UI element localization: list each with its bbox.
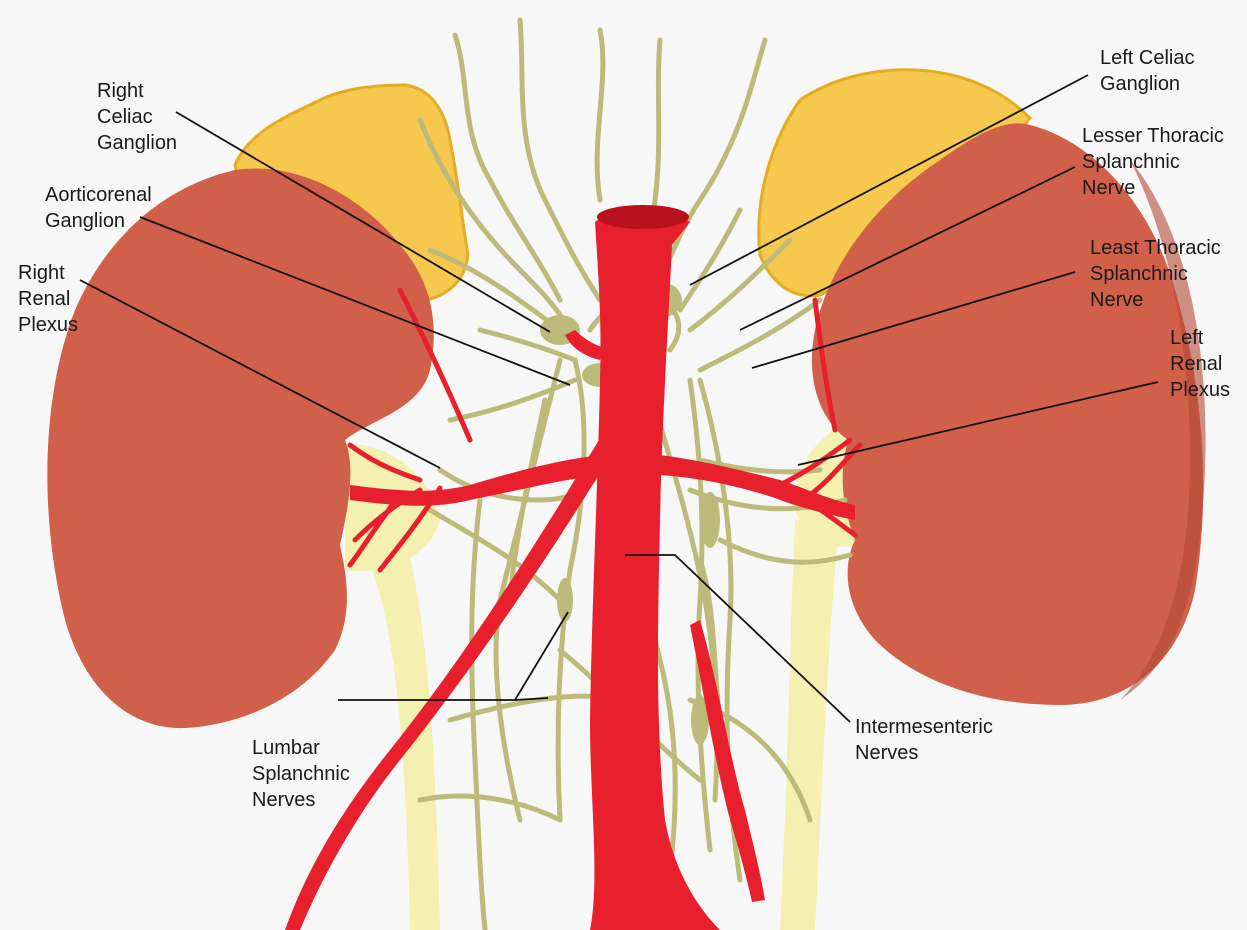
- label-least-thoracic-splanchnic-nerve: Least Thoracic Splanchnic Nerve: [1090, 235, 1221, 313]
- superior-mesenteric-origin: [603, 431, 617, 449]
- label-intermesenteric-line1: Intermesenteric: [855, 714, 993, 740]
- label-lumbar-line3: Nerves: [252, 787, 350, 813]
- label-right-celiac-line3: Ganglion: [97, 130, 177, 156]
- label-lumbar-line1: Lumbar: [252, 735, 350, 761]
- right-ureter: [360, 520, 440, 930]
- label-right-renal-line3: Plexus: [18, 312, 78, 338]
- label-left-renal-line3: Plexus: [1170, 377, 1230, 403]
- label-least-thoracic-line1: Least Thoracic: [1090, 235, 1221, 261]
- label-right-renal-plexus: Right Renal Plexus: [18, 260, 78, 338]
- left-ureter: [780, 520, 840, 930]
- label-lesser-thoracic-line3: Nerve: [1082, 175, 1224, 201]
- label-lesser-thoracic-line1: Lesser Thoracic: [1082, 123, 1224, 149]
- label-lumbar-line2: Splanchnic: [252, 761, 350, 787]
- label-aorticorenal-line1: Aorticorenal: [45, 182, 152, 208]
- label-lesser-thoracic-splanchnic-nerve: Lesser Thoracic Splanchnic Nerve: [1082, 123, 1224, 201]
- label-intermesenteric-line2: Nerves: [855, 740, 993, 766]
- label-left-celiac-ganglion: Left Celiac Ganglion: [1100, 45, 1195, 97]
- label-right-celiac-line2: Celiac: [97, 104, 177, 130]
- label-left-renal-line2: Renal: [1170, 351, 1230, 377]
- label-least-thoracic-line3: Nerve: [1090, 287, 1221, 313]
- label-left-celiac-line2: Ganglion: [1100, 71, 1195, 97]
- label-least-thoracic-line2: Splanchnic: [1090, 261, 1221, 287]
- right-kidney: [47, 168, 433, 728]
- label-right-renal-line2: Renal: [18, 286, 78, 312]
- aorta-top-opening: [597, 205, 689, 229]
- label-right-celiac-line1: Right: [97, 78, 177, 104]
- celiac-trunk: [565, 330, 605, 360]
- label-left-renal-line1: Left: [1170, 325, 1230, 351]
- label-aorticorenal-line2: Ganglion: [45, 208, 152, 234]
- label-right-renal-line1: Right: [18, 260, 78, 286]
- label-left-renal-plexus: Left Renal Plexus: [1170, 325, 1230, 403]
- label-lumbar-splanchnic-nerves: Lumbar Splanchnic Nerves: [252, 735, 350, 813]
- label-lesser-thoracic-line2: Splanchnic: [1082, 149, 1224, 175]
- label-intermesenteric-nerves: Intermesenteric Nerves: [855, 714, 993, 766]
- label-left-celiac-line1: Left Celiac: [1100, 45, 1195, 71]
- label-aorticorenal-ganglion: Aorticorenal Ganglion: [45, 182, 152, 234]
- label-right-celiac-ganglion: Right Celiac Ganglion: [97, 78, 177, 156]
